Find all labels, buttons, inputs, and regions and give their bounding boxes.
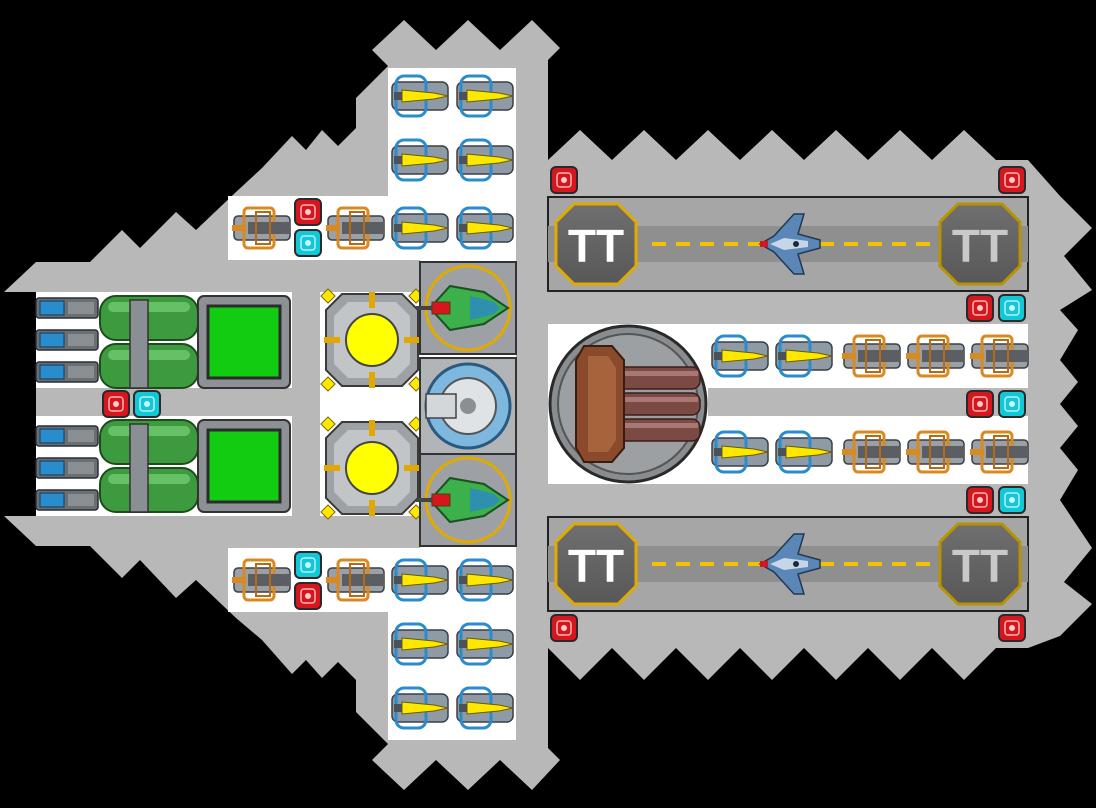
- runway-stripe: [700, 242, 714, 246]
- laser-turret[interactable]: [456, 686, 514, 730]
- autocannon-turret[interactable]: [970, 334, 1029, 378]
- targeting-module[interactable]: [966, 486, 994, 514]
- targeting-module[interactable]: [294, 198, 322, 226]
- autocannon-turret[interactable]: [906, 334, 965, 378]
- runway-stripe: [892, 562, 906, 566]
- targeting-module[interactable]: [102, 390, 130, 418]
- corridor: [292, 292, 320, 516]
- power-generator[interactable]: [197, 419, 291, 513]
- laser-turret[interactable]: [456, 206, 514, 250]
- battery-cell[interactable]: [35, 329, 99, 351]
- runway-stripe: [676, 562, 690, 566]
- hangar-beacon[interactable]: [998, 166, 1026, 194]
- runway-stripe: [820, 242, 834, 246]
- runway-stripe: [892, 242, 906, 246]
- laser-turret[interactable]: [456, 558, 514, 602]
- laser-turret[interactable]: [711, 430, 769, 474]
- landing-pad-right: TT: [938, 522, 1022, 606]
- hangar-beacon[interactable]: [998, 614, 1026, 642]
- reactor-core[interactable]: [320, 288, 424, 392]
- autocannon-turret[interactable]: [842, 334, 901, 378]
- runway-stripe: [724, 242, 738, 246]
- battery-cell[interactable]: [35, 425, 99, 447]
- targeting-module[interactable]: [294, 582, 322, 610]
- hangar-bays: TT TT TT TT: [547, 196, 1029, 612]
- reactor-core[interactable]: [320, 416, 424, 520]
- battery-cell[interactable]: [35, 361, 99, 383]
- runway-stripe: [748, 242, 762, 246]
- fighter-craft[interactable]: [758, 213, 821, 275]
- hangar-bay-top[interactable]: TT TT: [547, 196, 1029, 292]
- landing-pad-left: TT: [554, 202, 638, 286]
- landing-pad-left: TT: [554, 522, 638, 606]
- laser-turret[interactable]: [775, 430, 833, 474]
- runway-stripe: [748, 562, 762, 566]
- plasma-cannon[interactable]: [416, 261, 517, 355]
- laser-turret[interactable]: [391, 206, 449, 250]
- battery-cell[interactable]: [35, 297, 99, 319]
- laser-turret[interactable]: [775, 334, 833, 378]
- power-generator[interactable]: [197, 295, 291, 389]
- hangar-beacon[interactable]: [550, 166, 578, 194]
- battery-cell[interactable]: [35, 489, 99, 511]
- laser-turret[interactable]: [456, 138, 514, 182]
- hangar-bay-bottom[interactable]: TT TT: [547, 516, 1029, 612]
- laser-turret[interactable]: [391, 138, 449, 182]
- pad-marker-text: TT: [568, 540, 624, 592]
- sensor-module[interactable]: [998, 294, 1026, 322]
- runway-stripe: [724, 562, 738, 566]
- hangar-beacon[interactable]: [550, 614, 578, 642]
- plasma-cannon[interactable]: [416, 453, 517, 547]
- laser-turret[interactable]: [391, 686, 449, 730]
- sensor-module[interactable]: [998, 390, 1026, 418]
- autocannon-turret[interactable]: [970, 430, 1029, 474]
- autocannon-turret[interactable]: [326, 558, 385, 602]
- runway-stripe: [820, 562, 834, 566]
- autocannon-turret[interactable]: [842, 430, 901, 474]
- runway-stripe: [844, 242, 858, 246]
- fighter-craft[interactable]: [758, 533, 821, 595]
- main-battery-turret[interactable]: [548, 324, 708, 484]
- laser-turret[interactable]: [711, 334, 769, 378]
- laser-turret[interactable]: [391, 74, 449, 118]
- ship-modules: [35, 74, 1029, 730]
- sensor-module[interactable]: [294, 551, 322, 579]
- runway-stripe: [652, 562, 666, 566]
- laser-turret[interactable]: [391, 622, 449, 666]
- battery-cell[interactable]: [35, 457, 99, 479]
- runway-stripe: [868, 562, 882, 566]
- fuel-tank-cluster[interactable]: [99, 419, 199, 513]
- autocannon-turret[interactable]: [326, 206, 385, 250]
- targeting-module[interactable]: [966, 294, 994, 322]
- runway-stripe: [916, 562, 930, 566]
- autocannon-turret[interactable]: [232, 206, 291, 250]
- landing-pad-right: TT: [938, 202, 1022, 286]
- autocannon-turret[interactable]: [232, 558, 291, 602]
- runway-stripe: [844, 562, 858, 566]
- laser-turret[interactable]: [456, 622, 514, 666]
- runway-stripe: [868, 242, 882, 246]
- runway-stripe: [916, 242, 930, 246]
- sensor-module[interactable]: [998, 486, 1026, 514]
- sensor-module[interactable]: [294, 229, 322, 257]
- pad-marker-text: TT: [952, 540, 1008, 592]
- runway-stripe: [652, 242, 666, 246]
- targeting-module[interactable]: [966, 390, 994, 418]
- pad-marker-text: TT: [568, 220, 624, 272]
- corridor: [36, 388, 292, 416]
- laser-turret[interactable]: [391, 558, 449, 602]
- sensor-module[interactable]: [133, 390, 161, 418]
- pad-marker-text: TT: [952, 220, 1008, 272]
- corridor: [516, 160, 548, 648]
- shield-projector[interactable]: [419, 357, 517, 455]
- runway-stripe: [676, 242, 690, 246]
- runway-stripe: [700, 562, 714, 566]
- fuel-tank-cluster[interactable]: [99, 295, 199, 389]
- laser-turret[interactable]: [456, 74, 514, 118]
- autocannon-turret[interactable]: [906, 430, 965, 474]
